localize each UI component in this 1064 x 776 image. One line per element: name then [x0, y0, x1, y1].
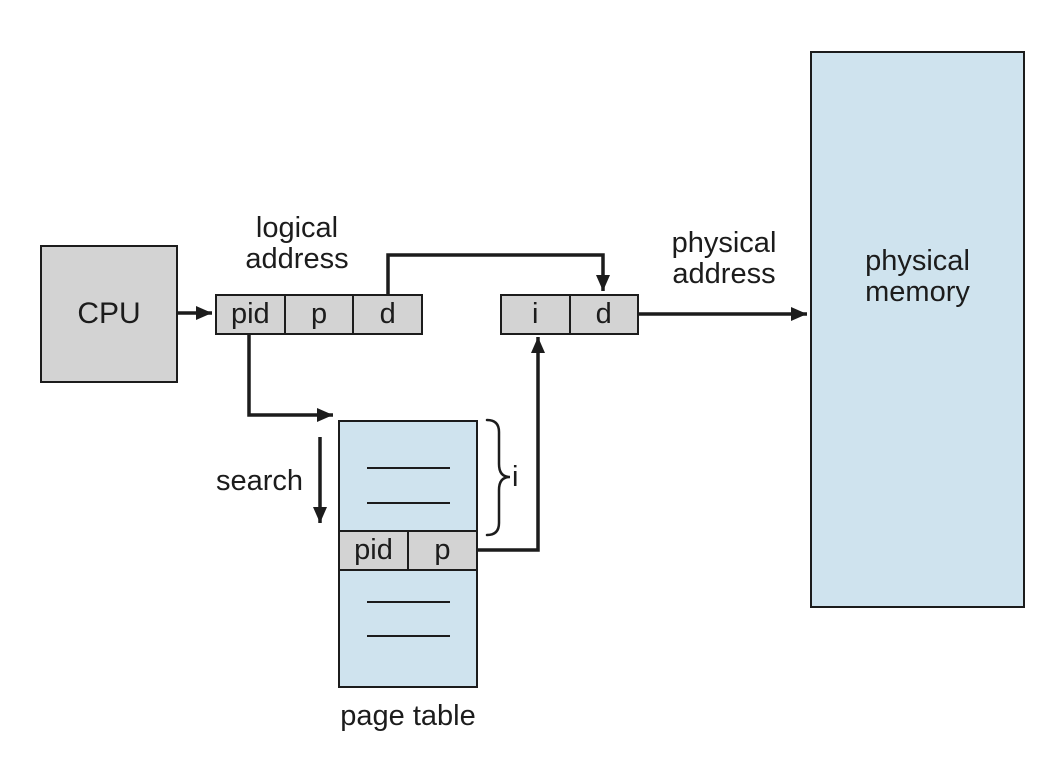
logical-address-cell-p: p — [283, 296, 353, 333]
page-table-entry-cell-pid: pid — [354, 534, 393, 566]
cpu-label: CPU — [77, 297, 141, 330]
physical-address-caption: physical address — [671, 227, 777, 290]
search-label: search — [215, 465, 303, 497]
cpu-box: CPU — [40, 245, 178, 383]
physical-address-box: i d — [500, 294, 639, 335]
arrow-entry-to-i-cell — [477, 337, 545, 552]
page-table-entry-cell-p: p — [407, 532, 476, 569]
logical-address-box: pid p d — [215, 294, 423, 335]
physical-address-cell-d: d — [568, 296, 638, 333]
index-brace — [485, 418, 511, 537]
physical-memory-box — [810, 51, 1025, 608]
logical-address-cell-d: d — [352, 296, 421, 333]
logical-address-cell-pid: pid — [230, 298, 270, 330]
page-table-matched-entry: pid p — [338, 530, 478, 571]
index-i-label: i — [512, 461, 519, 493]
physical-address-cell-i: i — [532, 298, 539, 330]
page-table-caption: page table — [340, 700, 476, 732]
logical-address-caption: logical address — [245, 212, 349, 275]
arrow-pid-to-page-table — [247, 335, 333, 422]
physical-memory-label: physical memory — [865, 245, 970, 308]
arrow-d-to-physical-address — [386, 253, 610, 294]
